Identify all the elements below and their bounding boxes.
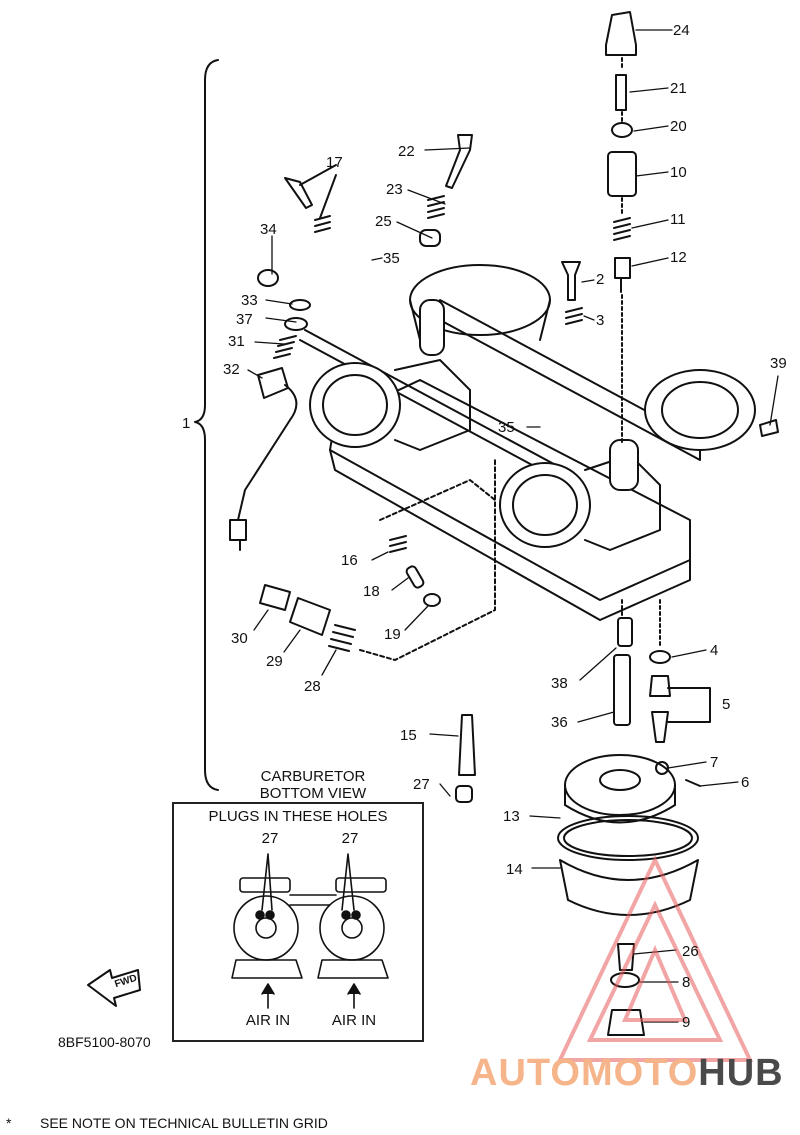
- watermark-text-a: AUTOMOTO: [470, 1052, 699, 1094]
- watermark-text-b: HUB: [698, 1052, 784, 1094]
- callout-4: 4: [710, 642, 719, 659]
- callout-19: 19: [384, 626, 401, 643]
- callout-8: 8: [682, 974, 691, 991]
- callout-33: 33: [241, 292, 258, 309]
- part-24-cap: [605, 11, 637, 56]
- part-13-gasket: [557, 815, 699, 861]
- part-14-bowl: [559, 859, 699, 916]
- fwd-arrow-icon: [87, 969, 141, 1007]
- part-29-sleeve: [289, 597, 331, 636]
- callout-1: 1: [182, 415, 191, 432]
- callout-17: 17: [326, 154, 343, 171]
- part-15-jet: [458, 714, 476, 776]
- callout-14: 14: [506, 861, 523, 878]
- callout-28: 28: [304, 678, 321, 695]
- part-18-pin: [405, 565, 425, 589]
- callout-15: 15: [400, 727, 417, 744]
- part-36-tube: [613, 654, 631, 726]
- footnote: * SEE NOTE ON TECHNICAL BULLETIN GRID: [6, 1115, 328, 1131]
- callout-32: 32: [223, 361, 240, 378]
- callout-13: 13: [503, 808, 520, 825]
- part-3-spring: [565, 307, 583, 325]
- callout-22: 22: [398, 143, 415, 160]
- inset-label-left: 27: [261, 830, 279, 847]
- part-17-screw: [284, 177, 313, 209]
- part-16-spring: [389, 535, 407, 553]
- callout-24: 24: [673, 22, 690, 39]
- inset-plugs-panel: [172, 802, 424, 1042]
- part-33-washer: [289, 299, 311, 311]
- callout-16: 16: [341, 552, 358, 569]
- part-28-spring: [328, 624, 356, 652]
- left-carburetor: [309, 264, 551, 451]
- callout-23: 23: [386, 181, 403, 198]
- air-in-right: AIR IN: [331, 1012, 377, 1029]
- callout-36: 36: [551, 714, 568, 731]
- part-31-spring: [273, 335, 297, 359]
- callout-29: 29: [266, 653, 283, 670]
- part-38-jet: [617, 617, 633, 647]
- callout-34: 34: [260, 221, 277, 238]
- callout-39: 39: [770, 355, 787, 372]
- part-11-spring: [613, 217, 631, 241]
- footnote-mark: *: [6, 1115, 12, 1131]
- part-20-nut: [611, 122, 633, 138]
- callout-3: 3: [596, 312, 605, 329]
- inset-bottom-view-drawing: [231, 853, 389, 1009]
- callout-31: 31: [228, 333, 245, 350]
- part-32-sensor: [257, 367, 289, 399]
- callout-10: 10: [670, 164, 687, 181]
- callout-9: 9: [682, 1014, 691, 1031]
- part-27-plug: [455, 785, 473, 803]
- callout-7: 7: [710, 754, 719, 771]
- part-number: 8BF5100-8070: [58, 1034, 151, 1050]
- part-39-screw: [759, 419, 779, 437]
- assembly-bracket: [194, 59, 219, 791]
- part-21-screw: [615, 74, 627, 111]
- part-5-lower: [651, 711, 669, 743]
- watermark-text: AUTOMOTOHUB: [470, 1052, 784, 1095]
- callout-27: 27: [413, 776, 430, 793]
- part-8-washer: [610, 972, 640, 988]
- footnote-text: SEE NOTE ON TECHNICAL BULLETIN GRID: [40, 1115, 328, 1131]
- part-10-tower: [607, 151, 637, 197]
- part-4-washer: [649, 650, 671, 664]
- part-17-spring: [314, 215, 331, 233]
- inset-title: PLUGS IN THESE HOLES: [208, 808, 388, 825]
- part-12-pin: [614, 257, 631, 293]
- callout-18: 18: [363, 583, 380, 600]
- part-23-spring: [427, 195, 445, 219]
- part-5-upper: [649, 675, 671, 697]
- part-30-sleeve: [259, 584, 291, 611]
- part-6-pin: [685, 779, 701, 787]
- bottom-view-title: CARBURETOR BOTTOM VIEW: [259, 768, 367, 803]
- part-34-cap: [257, 269, 279, 287]
- part-25-cap: [419, 229, 441, 247]
- callout-12: 12: [670, 249, 687, 266]
- callout-35-top: 35: [383, 250, 400, 267]
- callout-30: 30: [231, 630, 248, 647]
- right-carburetor: [499, 369, 756, 551]
- callout-26: 26: [682, 943, 699, 960]
- callout-35-mid: 35: [498, 419, 515, 436]
- inset-label-right: 27: [341, 830, 359, 847]
- callout-25: 25: [375, 213, 392, 230]
- part-22-screw: [445, 134, 473, 189]
- callout-5: 5: [722, 696, 731, 713]
- callout-20: 20: [670, 118, 687, 135]
- callout-21: 21: [670, 80, 687, 97]
- part-2-screw: [561, 261, 581, 301]
- part-26-screw: [617, 943, 635, 971]
- watermark-logo: [556, 855, 754, 1062]
- callout-6: 6: [741, 774, 750, 791]
- callout-11: 11: [670, 211, 686, 228]
- callout-37: 37: [236, 311, 253, 328]
- callout-38: 38: [551, 675, 568, 692]
- part-19-nut: [423, 593, 441, 607]
- part-37-oring: [284, 317, 308, 331]
- sensor-cable: [237, 384, 298, 521]
- callout-2: 2: [596, 271, 605, 288]
- air-in-left: AIR IN: [245, 1012, 291, 1029]
